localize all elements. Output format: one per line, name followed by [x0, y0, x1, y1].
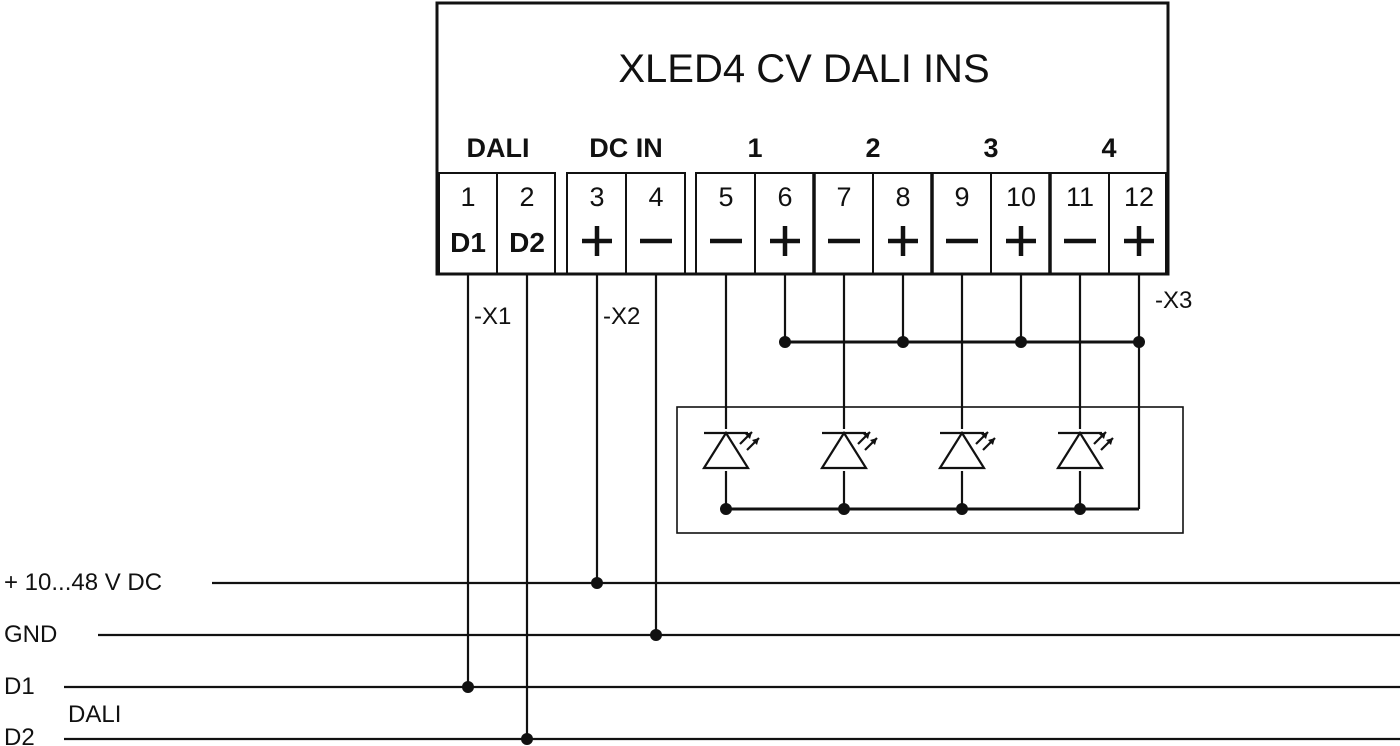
- led-1-icon: [701, 429, 760, 471]
- device-housing: [435, 1, 1170, 276]
- plus-sign-icon: [582, 226, 612, 256]
- junction-dot: [521, 733, 533, 745]
- group-label-dc-in: DC IN: [589, 133, 663, 163]
- rail-label-d1: D1: [4, 673, 35, 700]
- junction-dot: [779, 336, 791, 348]
- connector-label-x3: -X3: [1155, 287, 1192, 314]
- terminal-number-9: 9: [954, 182, 969, 212]
- group-label-channel-3: 3: [983, 133, 998, 163]
- connector-label-x1: -X1: [474, 303, 511, 330]
- junction-dot: [956, 503, 968, 515]
- terminal-block-dc-in: [566, 172, 686, 275]
- junction-dot: [1074, 503, 1086, 515]
- terminal-label-d1: D1: [450, 227, 486, 258]
- led-4-icon: [1055, 429, 1114, 471]
- terminal-number-12: 12: [1124, 182, 1154, 212]
- group-label-channel-2: 2: [865, 133, 880, 163]
- plus-sign-icon: [1124, 226, 1154, 256]
- junction-dot: [650, 629, 662, 641]
- terminal-label-d2: D2: [509, 227, 545, 258]
- junction-dot: [897, 336, 909, 348]
- junction-dot: [720, 503, 732, 515]
- rail-label-d2: D2: [4, 724, 35, 746]
- led-module-box: [676, 406, 1184, 534]
- rail-label-dali: DALI: [68, 701, 121, 728]
- rail-label-gnd: GND: [4, 621, 57, 648]
- led-3-icon: [937, 429, 996, 471]
- device-title: XLED4 CV DALI INS: [618, 47, 989, 91]
- rail-label-supply: + 10...48 V DC: [4, 569, 162, 596]
- plus-sign-icon: [888, 226, 918, 256]
- terminal-number-5: 5: [718, 182, 733, 212]
- terminal-block-outputs: [695, 172, 1167, 275]
- junction-dot: [591, 577, 603, 589]
- terminal-number-11: 11: [1066, 182, 1094, 212]
- plus-sign-icon: [1006, 226, 1036, 256]
- terminal-number-2: 2: [519, 182, 534, 212]
- junction-dot: [1133, 336, 1145, 348]
- connector-label-x2: -X2: [603, 303, 640, 330]
- terminal-number-10: 10: [1006, 182, 1036, 212]
- group-label-channel-4: 4: [1101, 133, 1116, 163]
- junction-dot: [838, 503, 850, 515]
- terminal-block-dali: [438, 172, 556, 275]
- terminal-number-1: 1: [460, 182, 475, 212]
- group-label-dali: DALI: [467, 133, 530, 163]
- junction-dot: [1015, 336, 1027, 348]
- terminal-number-7: 7: [836, 182, 851, 212]
- terminal-number-3: 3: [589, 182, 604, 212]
- junction-dot: [462, 681, 474, 693]
- led-2-icon: [819, 429, 878, 471]
- terminal-number-8: 8: [895, 182, 910, 212]
- plus-sign-icon: [770, 226, 800, 256]
- terminal-number-6: 6: [777, 182, 792, 212]
- group-label-channel-1: 1: [747, 133, 762, 163]
- terminal-number-4: 4: [648, 182, 663, 212]
